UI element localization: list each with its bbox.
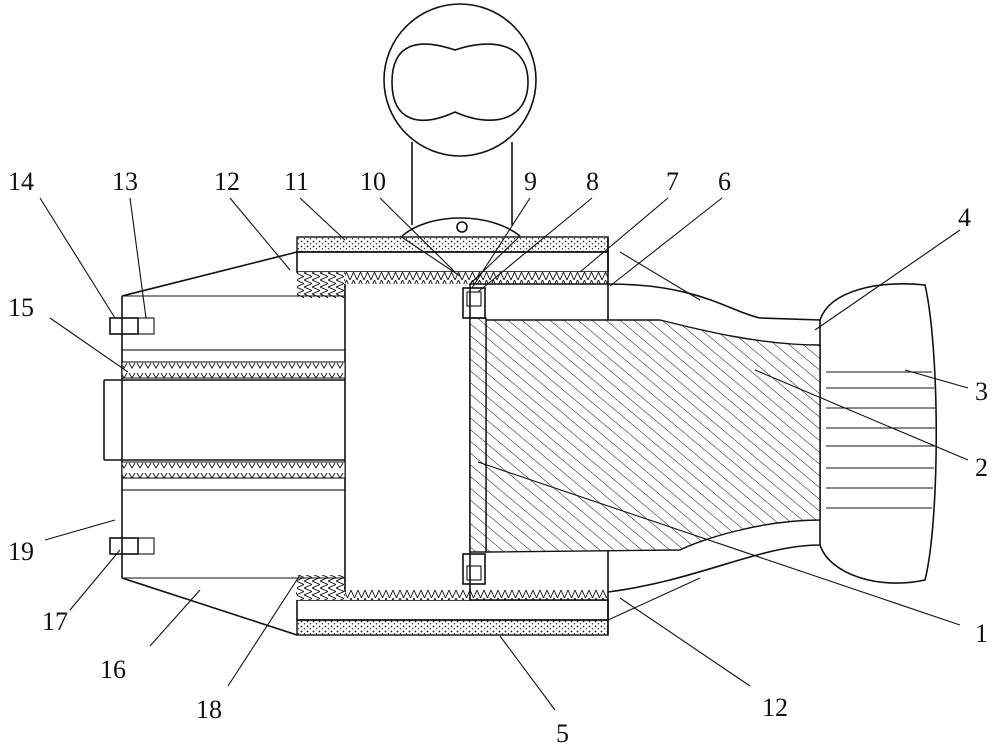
label-9: 9 — [524, 167, 537, 196]
label-4: 4 — [958, 203, 971, 232]
label-19: 19 — [8, 537, 34, 566]
label-5: 5 — [556, 719, 569, 748]
top-sleeve — [296, 236, 609, 298]
label-13: 13 — [112, 167, 138, 196]
label-12-bottom: 12 — [762, 693, 788, 722]
label-17: 17 — [42, 607, 68, 636]
right-body — [462, 237, 821, 635]
label-11: 11 — [284, 167, 309, 196]
label-1: 1 — [975, 619, 988, 648]
label-8: 8 — [586, 167, 599, 196]
label-10: 10 — [360, 167, 386, 196]
label-16: 16 — [100, 655, 126, 684]
end-cap — [819, 282, 938, 584]
label-3: 3 — [975, 377, 988, 406]
top-handle — [383, 3, 537, 237]
label-15: 15 — [8, 293, 34, 322]
bottom-sleeve — [296, 575, 609, 636]
leader-lines — [39, 197, 969, 711]
label-7: 7 — [666, 167, 679, 196]
left-funnel — [103, 251, 346, 636]
label-2: 2 — [975, 453, 988, 482]
label-12-top: 12 — [214, 167, 240, 196]
label-18: 18 — [196, 695, 222, 724]
label-14: 14 — [8, 167, 34, 196]
label-6: 6 — [718, 167, 731, 196]
part-labels: 14 13 12 11 10 9 8 7 6 4 15 3 2 19 17 1 … — [8, 167, 988, 748]
